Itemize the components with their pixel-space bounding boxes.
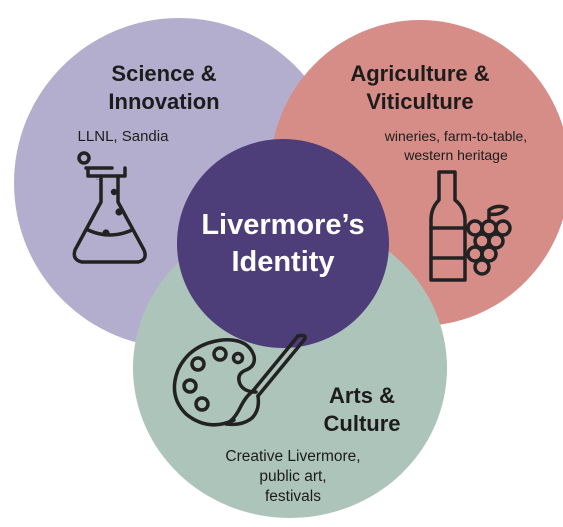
science-title-line1: Science & bbox=[111, 61, 217, 86]
arts-detail-line3: festivals bbox=[265, 488, 321, 505]
science-detail: LLNL, Sandia bbox=[77, 128, 169, 145]
agriculture-title: Agriculture & Viticulture bbox=[326, 60, 514, 116]
science-title-line2: Innovation bbox=[108, 89, 220, 114]
agriculture-detail-line1: wineries, farm-to-table, bbox=[384, 128, 528, 144]
arts-title-line2: Culture bbox=[323, 411, 401, 436]
agriculture-detail-line2: western heritage bbox=[404, 147, 508, 163]
identity-title-line1: Livermore’s bbox=[201, 209, 365, 241]
agriculture-title-line1: Agriculture & bbox=[350, 61, 490, 86]
identity-core-circle bbox=[177, 139, 389, 348]
science-title: Science & Innovation bbox=[84, 60, 244, 116]
agriculture-title-line2: Viticulture bbox=[366, 89, 474, 114]
agriculture-detail: wineries, farm-to-table, western heritag… bbox=[356, 127, 556, 165]
arts-title: Arts & Culture bbox=[300, 382, 424, 438]
arts-detail-line1: Creative Livermore, bbox=[225, 448, 361, 465]
flask-icon bbox=[72, 151, 147, 264]
palette-icon bbox=[172, 333, 307, 427]
arts-detail: Creative Livermore, public art, festival… bbox=[193, 447, 393, 507]
identity-title-line2: Identity bbox=[231, 246, 335, 278]
wine-grapes-icon bbox=[429, 170, 512, 282]
arts-title-line1: Arts & bbox=[328, 383, 395, 408]
identity-title: Livermore’s Identity bbox=[177, 207, 389, 281]
arts-detail-line2: public art, bbox=[259, 468, 327, 485]
